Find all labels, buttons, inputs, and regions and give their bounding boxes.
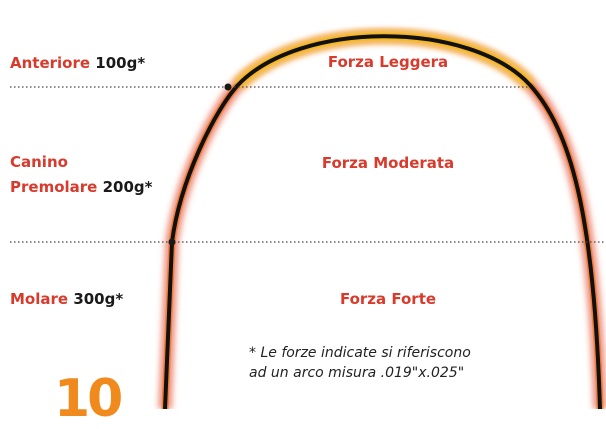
label-molare-name: Molare xyxy=(10,290,69,308)
label-premolare-weight: 200g* xyxy=(102,178,153,196)
footnote: * Le forze indicate si riferiscono ad un… xyxy=(249,343,549,383)
arch-wire-diagram xyxy=(10,29,606,409)
junction-dot-premolar xyxy=(168,238,176,246)
label-anteriore-name: Anteriore xyxy=(10,54,91,72)
label-molare: Molare 300g* xyxy=(10,289,123,309)
label-canino: Canino xyxy=(10,152,68,172)
label-premolare-name: Premolare xyxy=(10,178,98,196)
footnote-line-1: * Le forze indicate si riferiscono xyxy=(249,345,471,361)
force-label-leggera: Forza Leggera xyxy=(327,53,449,71)
force-label-forte: Forza Forte xyxy=(339,290,437,308)
label-anteriore: Anteriore 100g* xyxy=(10,53,145,73)
footnote-line-2: ad un arco misura .019"x.025" xyxy=(249,365,465,381)
label-anteriore-weight: 100g* xyxy=(95,54,146,72)
arch-wire xyxy=(163,34,602,409)
label-premolare: Premolare 200g* xyxy=(10,177,152,197)
junction-dot-anterior xyxy=(224,83,232,91)
label-canino-name: Canino xyxy=(10,153,68,171)
force-label-moderata: Forza Moderata xyxy=(321,154,455,172)
page-number: 10 xyxy=(54,369,123,429)
label-molare-weight: 300g* xyxy=(73,290,124,308)
